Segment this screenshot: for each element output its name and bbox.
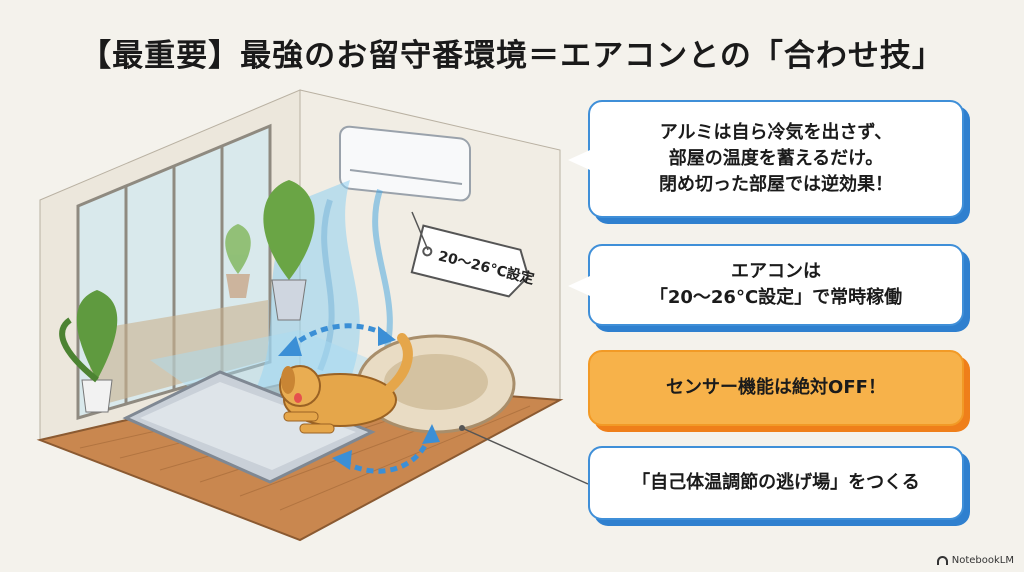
air-conditioner bbox=[339, 125, 471, 202]
notebooklm-logo-icon bbox=[936, 556, 948, 565]
air-circulation-arrow-bottom bbox=[342, 433, 433, 474]
sensor-off-bubble: センサー機能は絶対OFF！ bbox=[588, 350, 964, 426]
plant-window bbox=[263, 180, 315, 321]
air-circulation-arrow-top bbox=[288, 323, 390, 350]
credit: NotebookLM bbox=[936, 555, 1014, 566]
aluminum-note-bubble: アルミは自ら冷気を出さず、 部屋の温度を蓄えるだけ。 閉め切った部屋では逆効果！ bbox=[588, 100, 964, 218]
credit-label: NotebookLM bbox=[951, 555, 1014, 566]
plant-outdoor bbox=[225, 224, 251, 298]
ac-setting-bubble: エアコンは 「20〜26°C設定」で常時稼働 bbox=[588, 244, 964, 326]
dog bbox=[279, 333, 413, 434]
callout-line bbox=[461, 427, 589, 485]
sliding-window bbox=[76, 123, 272, 420]
plant-left bbox=[59, 290, 118, 413]
escape-place-bubble: 「自己体温調節の逃げ場」をつくる bbox=[588, 446, 964, 520]
temperature-tag: 20〜26°C設定 bbox=[410, 224, 536, 298]
bubble-tail bbox=[568, 150, 590, 170]
bubble-tail bbox=[568, 276, 590, 296]
page-title: 【最重要】最強のお留守番環境＝エアコンとの「合わせ技」 bbox=[80, 38, 944, 74]
